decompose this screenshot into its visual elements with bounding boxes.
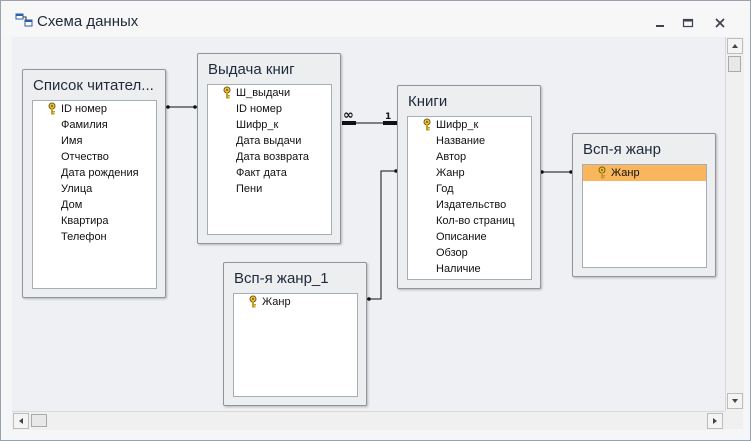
primary-key-icon [597,166,607,179]
field-label: Улица [61,183,93,195]
horizontal-scrollbar[interactable] [12,411,725,430]
scroll-right-icon[interactable] [707,413,723,429]
primary-key-icon [248,295,258,308]
primary-key-icon [222,86,232,99]
field-label: Дата рождения [61,167,139,179]
scroll-down-icon[interactable] [727,393,743,409]
field-label: Обзор [436,247,468,259]
relationship-books-genre[interactable] [540,170,574,174]
vertical-scroll-thumb[interactable] [728,56,741,72]
field-label: Жанр [262,296,291,308]
field-row[interactable]: Описание [408,229,531,245]
field-row[interactable]: Улица [33,181,156,197]
field-label: Дом [61,199,83,211]
relationship-genre1-books[interactable] [360,169,398,301]
field-row[interactable]: Жанр [234,294,357,310]
table-title: Выдача книг [208,61,295,78]
restore-icon[interactable] [681,16,695,28]
field-row[interactable]: ID номер [208,101,331,117]
field-label: Телефон [61,231,107,243]
field-row[interactable]: Наличие [408,261,531,277]
primary-key-icon [47,102,57,115]
field-row[interactable]: Отчество [33,149,156,165]
horizontal-scroll-thumb[interactable] [31,414,47,427]
field-row[interactable]: Телефон [33,229,156,245]
table-title: Книги [408,93,448,110]
title-bar[interactable]: Схема данных [1,1,750,35]
field-label: Шифр_к [236,119,279,131]
one-label: 1 [385,112,391,122]
table-title: Всп-я жанр [583,141,661,158]
relationship-lines: ∞ 1 [166,105,574,301]
field-label: Квартира [61,215,109,227]
field-row[interactable]: Дата рождения [33,165,156,181]
field-label: Фамилия [61,119,108,131]
field-row[interactable]: Дата выдачи [208,133,331,149]
table-genre1[interactable]: Всп-я жанр_1 Жанр [223,262,367,406]
field-row[interactable]: Обзор [408,245,531,261]
field-row[interactable]: Квартира [33,213,156,229]
field-label: Год [436,183,454,195]
field-label: Жанр [436,167,465,179]
field-row[interactable]: Название [408,133,531,149]
field-row[interactable]: Имя [33,133,156,149]
table-genre[interactable]: Всп-я жанр Жанр [572,133,716,277]
field-row[interactable]: Жанр [583,165,706,181]
field-label: Автор [436,151,467,163]
field-row[interactable]: ID номер [33,101,156,117]
field-label: Шифр_к [436,119,479,131]
relationship-readers-issue[interactable] [166,105,197,109]
field-list[interactable]: Жанр [582,164,707,268]
field-row[interactable]: Автор [408,149,531,165]
vertical-scrollbar[interactable] [725,37,744,411]
field-row[interactable]: Жанр [408,165,531,181]
scroll-left-icon[interactable] [13,413,29,429]
field-label: Имя [61,135,83,147]
field-label: Жанр [611,167,640,179]
field-label: Отчество [61,151,109,163]
field-label: Факт дата [236,167,287,179]
table-title: Всп-я жанр_1 [234,270,329,287]
table-title: Список читател... [33,77,154,94]
field-label: ID номер [236,103,283,115]
field-label: ID номер [61,103,108,115]
field-label: Кол-во страниц [436,215,515,227]
window-title: Схема данных [37,13,139,30]
scrollbar-corner [725,411,743,429]
field-label: Наличие [436,263,481,275]
field-row[interactable]: Шифр_к [208,117,331,133]
scroll-up-icon[interactable] [727,38,743,54]
field-label: Дата возврата [236,151,310,163]
field-label: Название [436,135,486,147]
field-label: Пени [236,183,263,195]
relationships-icon [15,12,33,28]
field-label: Издательство [436,199,507,211]
close-icon[interactable] [713,16,727,28]
field-row[interactable]: Дата возврата [208,149,331,165]
field-row[interactable]: Кол-во страниц [408,213,531,229]
primary-key-icon [422,118,432,131]
many-label: ∞ [343,108,354,123]
field-row[interactable]: Год [408,181,531,197]
field-label: Описание [436,231,487,243]
field-label: Ш_выдачи [236,87,291,99]
field-list[interactable]: Жанр [233,293,358,397]
field-row[interactable]: Фамилия [33,117,156,133]
field-row[interactable]: Ш_выдачи [208,85,331,101]
minimize-icon[interactable] [653,16,667,28]
field-row[interactable]: Факт дата [208,165,331,181]
field-label: Дата выдачи [236,135,302,147]
field-row[interactable]: Издательство [408,197,531,213]
field-row[interactable]: Пени [208,181,331,197]
field-row[interactable]: Дом [33,197,156,213]
field-row[interactable]: Шифр_к [408,117,531,133]
